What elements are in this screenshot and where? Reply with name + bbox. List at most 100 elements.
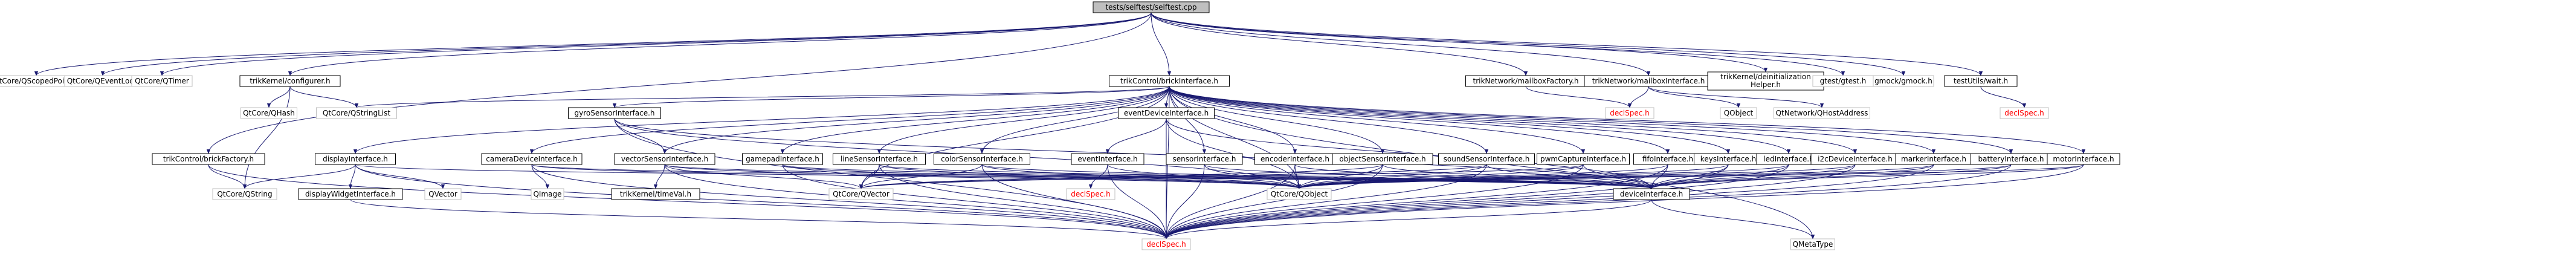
node-colorsensor-box	[934, 153, 1030, 165]
node-timeval-box	[611, 188, 700, 200]
edge-linesensor-to-qtvector	[859, 164, 880, 189]
edge-colorsensor-to-qtvector	[859, 164, 983, 189]
node-deviceinterface-box	[1613, 188, 1690, 200]
node-wait[interactable]: testUtils/wait.h	[1944, 75, 2018, 87]
node-declspec[interactable]: declSpec.h	[1141, 238, 1191, 250]
node-qmetatype[interactable]: QMetaType	[1790, 238, 1835, 250]
node-fifo[interactable]: fifoInterface.h	[1633, 153, 1702, 165]
edge-root-to-brickinterface	[1151, 12, 1172, 76]
edge-sensor-to-qtqobject	[1204, 164, 1302, 189]
node-gtest[interactable]: gtest/gtest.h	[1812, 75, 1874, 87]
edge-brickinterface-to-led	[1169, 86, 1791, 154]
edge-brickinterface-to-objectsensor	[1169, 86, 1385, 154]
node-qscopedpointer[interactable]: QtCore/QScopedPointer	[0, 75, 83, 87]
node-qvector_plain-label: QVector	[428, 190, 457, 198]
node-mailboxinterface[interactable]: trikNetwork/mailboxInterface.h	[1584, 75, 1713, 87]
node-objectsensor-box	[1332, 153, 1433, 165]
node-qvector_plain[interactable]: QVector	[424, 188, 462, 200]
node-motor[interactable]: motorInterface.h	[2047, 153, 2120, 165]
node-mailboxfactory[interactable]: trikNetwork/mailboxFactory.h	[1465, 75, 1586, 87]
node-configurer[interactable]: trikKernel/configurer.h	[239, 75, 341, 87]
node-qeventloop-label: QtCore/QEventLoop	[67, 77, 139, 85]
edge-led-to-deviceinterface	[1649, 164, 1789, 189]
node-gamepad[interactable]: gamepadInterface.h	[742, 153, 823, 165]
node-gamepad-box	[742, 153, 823, 165]
node-qtqobject[interactable]: QtCore/QObject	[1267, 188, 1332, 200]
edge-display-to-qvector_plain	[355, 164, 445, 189]
edge-brickinterface-to-marker	[1169, 86, 1936, 154]
node-deviceinterface[interactable]: deviceInterface.h	[1613, 188, 1690, 200]
node-timeval[interactable]: trikKernel/timeVal.h	[611, 188, 700, 200]
node-declspec_mb[interactable]: declSpec.h	[1605, 107, 1654, 119]
node-vectorsensor[interactable]: vectorSensorInterface.h	[614, 153, 715, 165]
node-qimage[interactable]: QImage	[531, 188, 564, 200]
edge-brickinterface-to-i2c	[1169, 86, 1858, 154]
node-marker[interactable]: markerInterface.h	[1895, 153, 1972, 165]
node-configurer-label: trikKernel/configurer.h	[250, 77, 330, 85]
edge-i2c-to-declspec	[1164, 164, 1856, 239]
node-qtimer[interactable]: QtCore/QTimer	[131, 75, 193, 87]
node-brickinterface[interactable]: trikControl/brickInterface.h	[1109, 75, 1230, 87]
node-declspec-label: declSpec.h	[1146, 240, 1186, 249]
node-encoder[interactable]: encoderInterface.h	[1254, 153, 1335, 165]
node-colorsensor[interactable]: colorSensorInterface.h	[934, 153, 1030, 165]
node-pwmcapture[interactable]: pwmCaptureInterface.h	[1537, 153, 1630, 165]
dependency-edges	[34, 12, 2086, 239]
edge-configurer-to-qhash	[266, 86, 291, 108]
node-gyro-label: gyroSensorInterface.h	[574, 109, 654, 117]
edge-camera-to-declspec	[531, 164, 1169, 239]
node-eventdevice[interactable]: eventDeviceInterface.h	[1118, 107, 1215, 119]
node-qobject-label: QObject	[1724, 109, 1754, 117]
node-battery[interactable]: batteryInterface.h	[1971, 153, 2051, 165]
node-deinit-box	[1707, 71, 1824, 91]
node-qeventloop[interactable]: QtCore/QEventLoop	[64, 75, 141, 87]
edge-root-to-mailboxinterface	[1151, 12, 1651, 76]
node-i2c[interactable]: i2cDeviceInterface.h	[1810, 153, 1900, 165]
node-qstring[interactable]: QtCore/QString	[212, 188, 277, 200]
node-soundsensor[interactable]: soundSensorInterface.h	[1438, 153, 1535, 165]
edge-eventdevice-to-event	[1105, 118, 1167, 154]
edge-brickinterface-to-battery	[1169, 86, 2013, 154]
node-sensor[interactable]: sensorInterface.h	[1166, 153, 1243, 165]
node-qtvector[interactable]: QtCore/QVector	[828, 188, 894, 200]
node-qstring-label: QtCore/QString	[217, 190, 272, 198]
node-gyro[interactable]: gyroSensorInterface.h	[568, 107, 661, 119]
edge-i2c-to-qtqobject	[1297, 164, 1856, 189]
node-brickfactory[interactable]: trikControl/brickFactory.h	[152, 153, 265, 165]
node-declspec_ev-box	[1066, 188, 1115, 200]
node-gmock[interactable]: gmock/gmock.h	[1873, 75, 1934, 87]
node-led-label: ledInterface.h	[1763, 155, 1813, 163]
node-pwmcapture-label: pwmCaptureInterface.h	[1540, 155, 1626, 163]
edge-deviceinterface-to-qmetatype	[1651, 199, 1815, 239]
node-qstringlist[interactable]: QtCore/QStringList	[316, 107, 397, 119]
node-deinit-label: trikKernel/deinitialization	[1720, 73, 1811, 81]
node-camera-box	[481, 153, 583, 165]
node-camera[interactable]: cameraDeviceInterface.h	[481, 153, 583, 165]
node-brickfactory-label: trikControl/brickFactory.h	[163, 155, 254, 163]
node-displaywidget[interactable]: displayWidgetInterface.h	[298, 188, 403, 200]
node-keys[interactable]: keysInterface.h	[1694, 153, 1763, 165]
node-declspec_wait[interactable]: declSpec.h	[2000, 107, 2049, 119]
edge-gamepad-to-declspec	[782, 164, 1169, 239]
node-qimage-box	[531, 188, 564, 200]
node-displaywidget-box	[298, 188, 403, 200]
node-qhash[interactable]: QtCore/QHash	[240, 107, 297, 119]
node-event[interactable]: eventInterface.h	[1071, 153, 1144, 165]
node-declspec_mb-label: declSpec.h	[1610, 109, 1650, 117]
node-displaywidget-label: displayWidgetInterface.h	[305, 190, 396, 198]
node-declspec_ev[interactable]: declSpec.h	[1066, 188, 1115, 200]
node-linesensor[interactable]: lineSensorInterface.h	[833, 153, 926, 165]
edge-brickinterface-to-keys	[1169, 86, 1731, 154]
edge-brickinterface-to-pwmcapture	[1169, 86, 1586, 154]
edge-soundsensor-to-qtqobject	[1297, 164, 1487, 189]
edge-camera-to-qtqobject	[531, 164, 1301, 189]
node-eventdevice-box	[1118, 107, 1215, 119]
node-qhostaddress[interactable]: QtNetwork/QHostAddress	[1774, 107, 1870, 119]
node-display[interactable]: displayInterface.h	[315, 153, 396, 165]
node-gamepad-label: gamepadInterface.h	[746, 155, 819, 163]
node-qobject[interactable]: QObject	[1720, 107, 1757, 119]
node-objectsensor[interactable]: objectSensorInterface.h	[1332, 153, 1433, 165]
node-qhash-box	[240, 107, 297, 119]
edge-sensor-to-deviceinterface	[1204, 164, 1653, 189]
